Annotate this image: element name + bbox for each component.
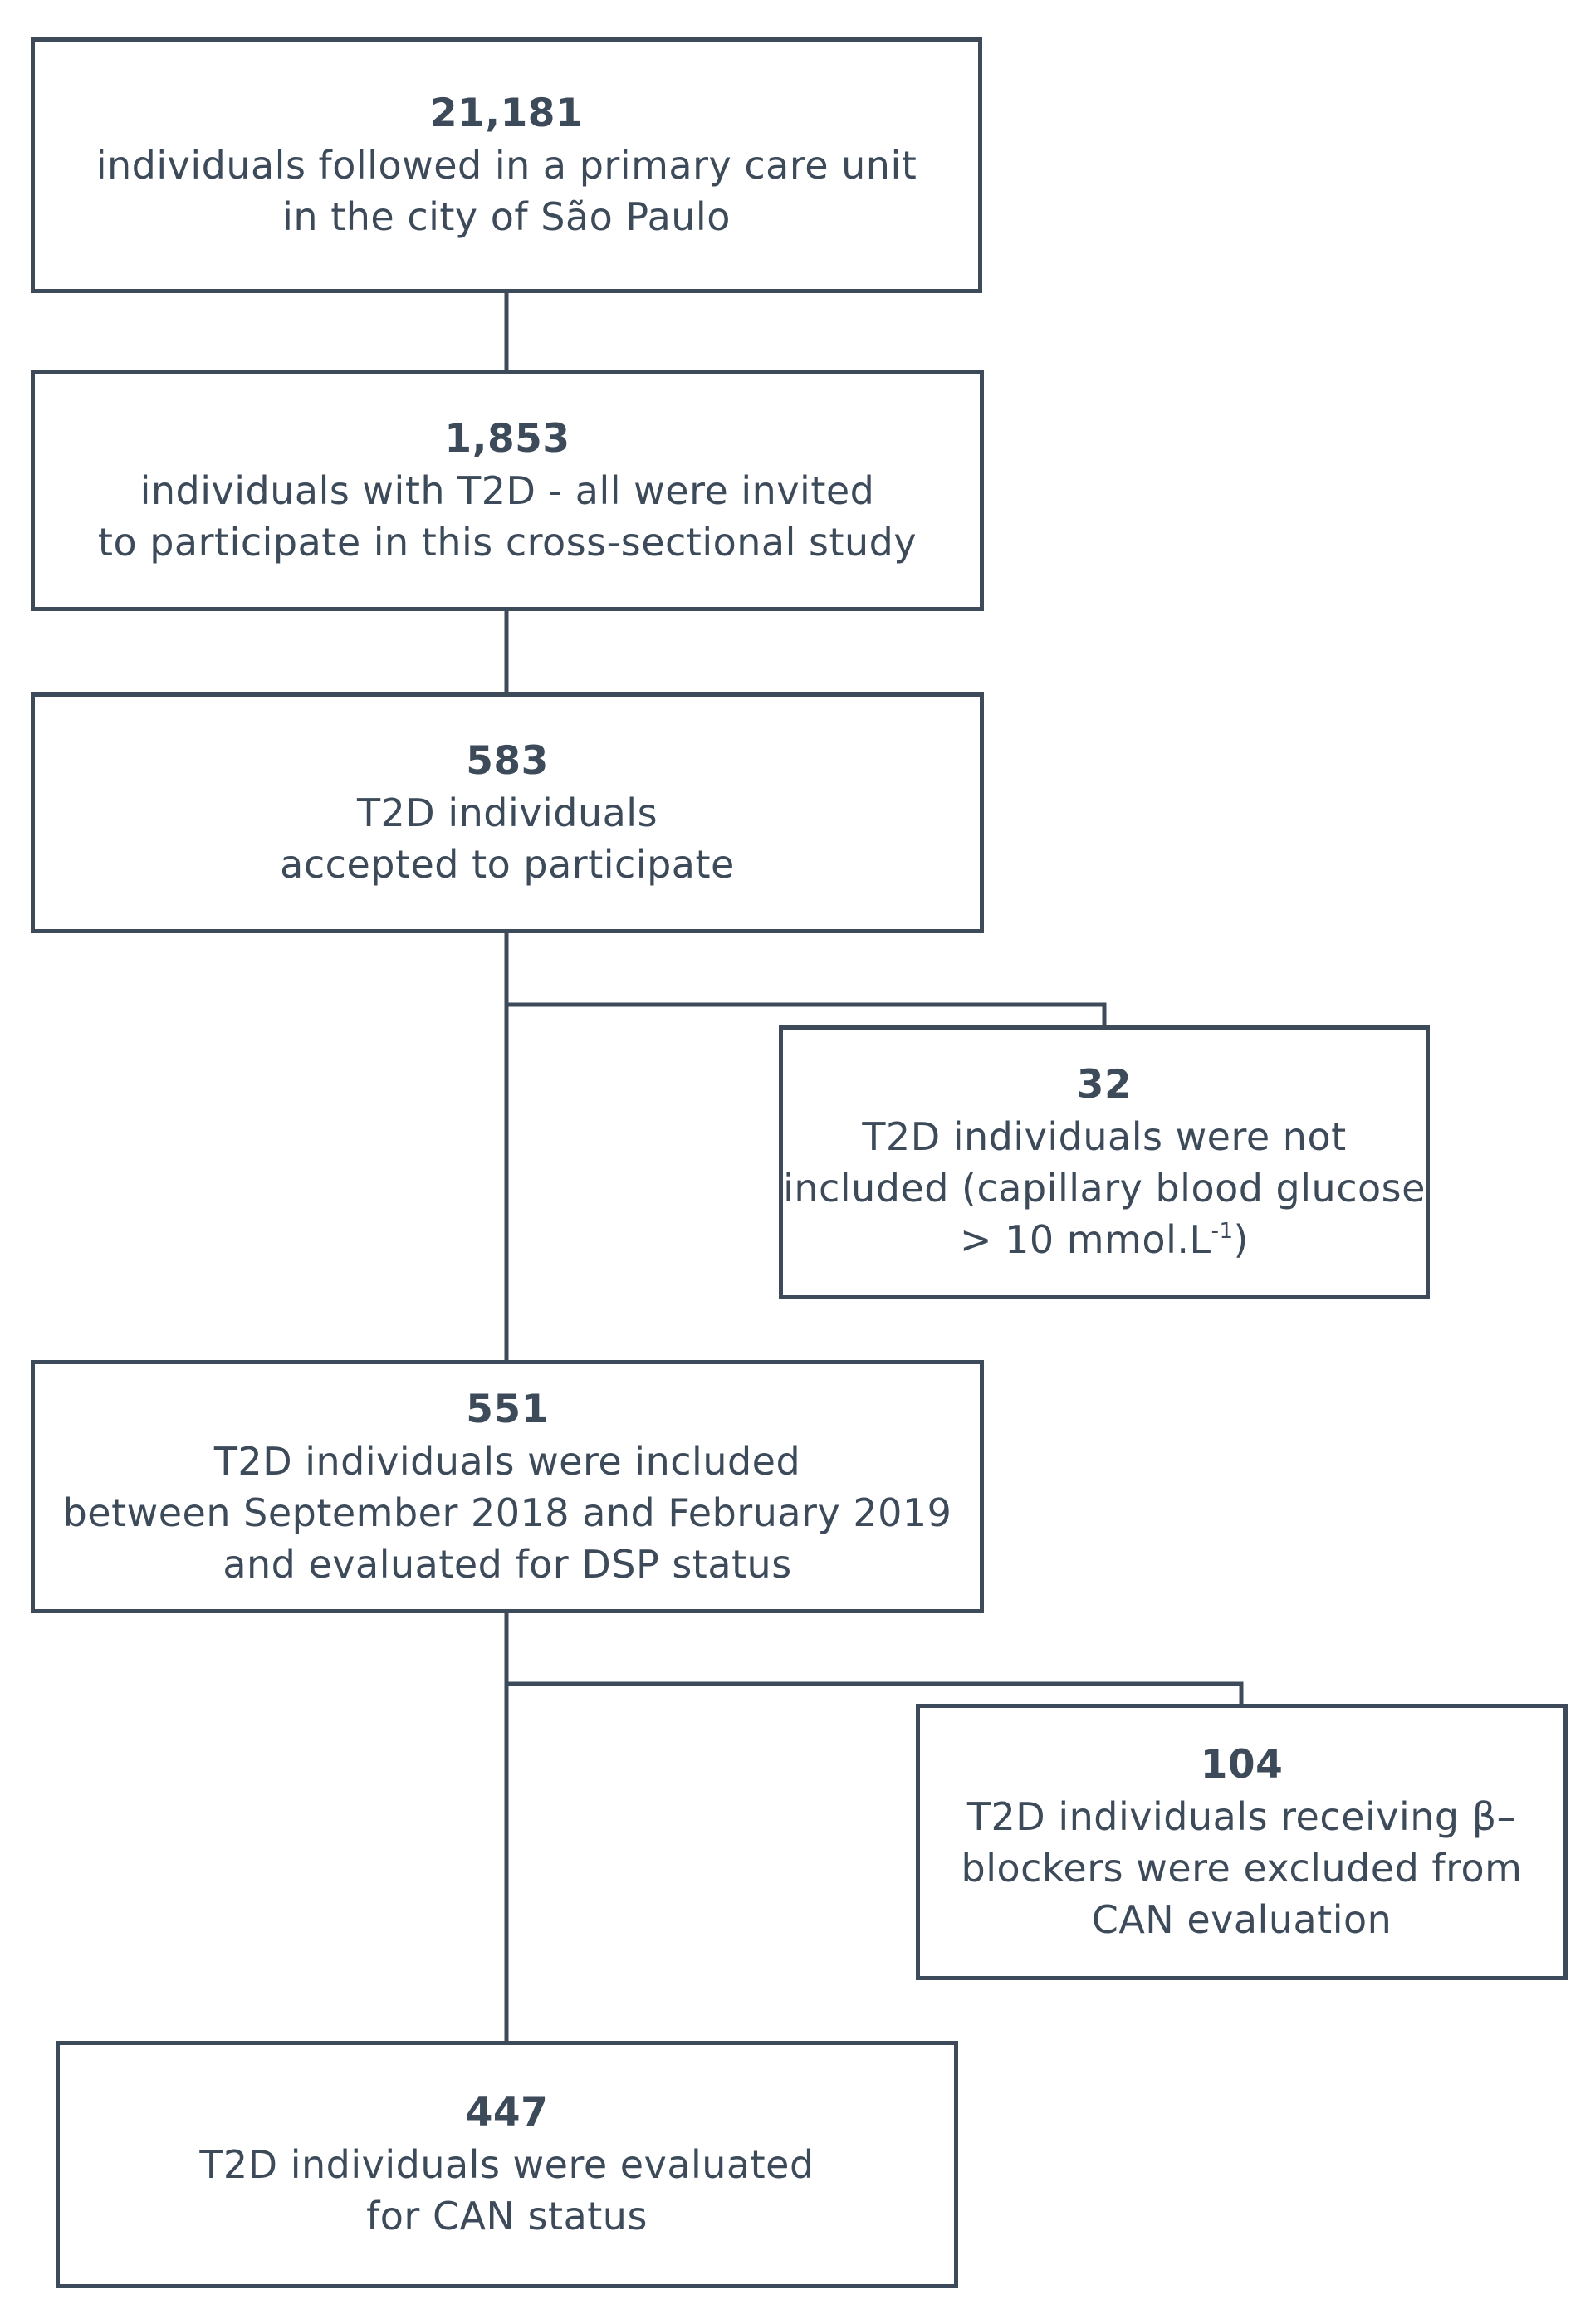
- box-text-line: for CAN status: [366, 2194, 648, 2238]
- connector-branch-exclusion-32: [506, 1002, 1107, 1027]
- box-text-line-with-unit: > 10 mmol.L-1): [960, 1214, 1249, 1265]
- box-text-line: accepted to participate: [280, 842, 735, 887]
- box-count: 583: [466, 738, 549, 784]
- flow-box-t2d-invited: 1,853 individuals with T2D - all were in…: [31, 370, 984, 611]
- box-text-line: between September 2018 and February 2019: [62, 1490, 952, 1535]
- connector-branch-exclusion-104: [506, 1681, 1244, 1705]
- flow-box-not-included: 32 T2D individuals were not included (ca…: [779, 1025, 1430, 1299]
- box-text-line: blockers were excluded from: [961, 1845, 1523, 1891]
- box-text-line: to participate in this cross-sectional s…: [97, 520, 917, 565]
- glucose-threshold-text: > 10 mmol.L: [959, 1217, 1211, 1262]
- flow-box-included-dsp: 551 T2D individuals were included betwee…: [31, 1360, 984, 1613]
- box-text-line: and evaluated for DSP status: [223, 1541, 792, 1587]
- box-count: 447: [465, 2090, 549, 2136]
- box-text-line: T2D individuals were evaluated: [199, 2142, 815, 2187]
- box-text-line: individuals with T2D - all were invited: [139, 468, 875, 513]
- box-count: 21,181: [429, 91, 584, 136]
- box-text-line: in the city of São Paulo: [282, 194, 731, 239]
- box-text-line: individuals followed in a primary care u…: [95, 143, 917, 188]
- box-count: 1,853: [444, 416, 570, 462]
- box-text-line: CAN evaluation: [1091, 1896, 1392, 1942]
- flow-box-accepted: 583 T2D individuals accepted to particip…: [31, 692, 984, 933]
- unit-exponent: -1: [1211, 1219, 1234, 1244]
- box-text-line: T2D individuals were included: [213, 1438, 801, 1484]
- flow-box-can-evaluated: 447 T2D individuals were evaluated for C…: [56, 2041, 958, 2288]
- flow-box-total-population: 21,181 individuals followed in a primary…: [31, 37, 982, 293]
- box-text-line: T2D individuals receiving β–: [966, 1793, 1517, 1839]
- flow-box-beta-blockers-excluded: 104 T2D individuals receiving β– blocker…: [916, 1704, 1568, 1980]
- box-count: 104: [1200, 1741, 1284, 1788]
- closing-paren: ): [1233, 1217, 1249, 1262]
- box-text-line: T2D individuals were not: [862, 1114, 1347, 1159]
- box-count: 551: [466, 1386, 549, 1432]
- box-text-line: included (capillary blood glucose: [783, 1166, 1426, 1211]
- box-count: 32: [1076, 1062, 1133, 1108]
- box-text-line: T2D individuals: [356, 790, 658, 835]
